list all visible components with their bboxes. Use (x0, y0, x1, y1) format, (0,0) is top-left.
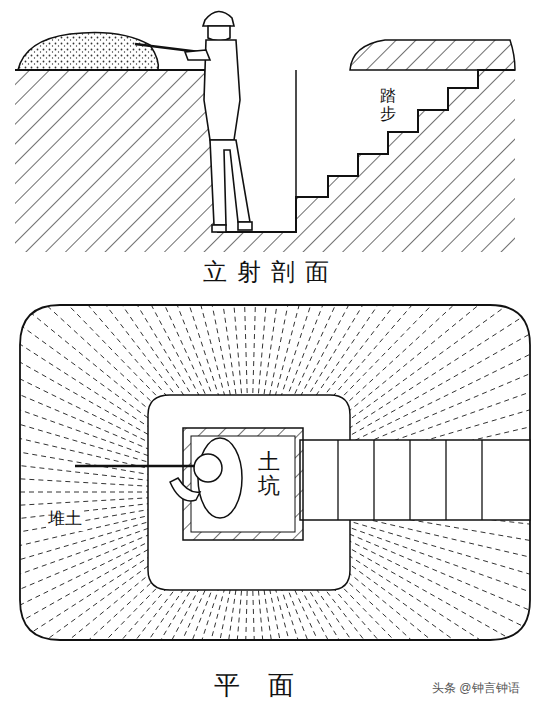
pit (191, 436, 295, 532)
soldier-figure (135, 11, 252, 232)
plan-caption: 平面 (214, 668, 322, 703)
soil-hatching (15, 70, 515, 252)
soldier-plan (75, 438, 242, 518)
pit-rim (183, 428, 303, 540)
step-strip (300, 440, 530, 520)
spoil-mound (18, 32, 158, 70)
trench-outline (15, 70, 515, 232)
spoil-ray (0, 285, 250, 492)
steps-label: 踏步 (378, 86, 398, 123)
trench-wall (295, 70, 297, 197)
spoil-outline (20, 305, 530, 640)
spoil-rays (0, 72, 542, 706)
spoil-ray (0, 265, 250, 492)
watermark: 头条 @钟言钟语 (432, 680, 520, 697)
pit-label: 土坑 (258, 450, 280, 498)
spoil-mound (350, 40, 515, 70)
spoil-ray (0, 307, 250, 492)
spoil-label: 堆土 (46, 506, 84, 531)
spoil-ray (0, 329, 250, 492)
step-lines (338, 440, 482, 520)
section-caption: 立射剖面 (203, 256, 339, 288)
